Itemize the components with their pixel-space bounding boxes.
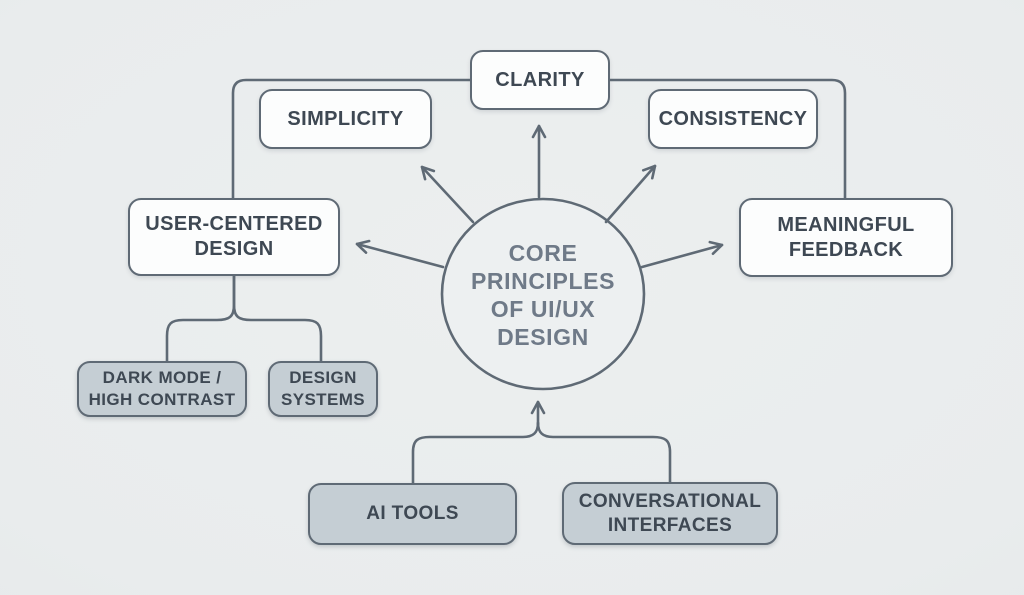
connector-user-centered-to-dark-mode [165,274,236,363]
node-label: DESIGN [289,368,357,387]
node-label: AI TOOLS [366,503,459,524]
connector-conversational-to-center [536,421,672,484]
node-dark-mode-high-contrast: DARK MODE / HIGH CONTRAST [77,361,247,417]
node-user-centered-design: USER-CENTERED DESIGN [128,198,340,276]
center-label-line: OF UI/UX [490,296,596,322]
arrow-center-to-feedback [640,240,724,269]
connector-clarity-to-user-centered [231,78,472,200]
connector-clarity-to-feedback [608,78,847,200]
node-label: FEEDBACK [788,238,904,261]
node-label: HIGH CONTRAST [88,390,236,409]
arrow-center-to-user-centered [355,239,445,269]
center-label-line: PRINCIPLES [470,268,616,294]
node-label: DESIGN [194,238,274,260]
node-clarity: CLARITY [470,50,610,110]
connector-ai-tools-to-center [411,421,540,485]
node-label: CLARITY [495,68,585,91]
node-meaningful-feedback: MEANINGFUL FEEDBACK [739,198,953,277]
hub-circle [440,197,646,391]
node-design-systems: DESIGN SYSTEMS [268,361,378,417]
node-label: SIMPLICITY [287,107,404,130]
node-label: CONSISTENCY [658,107,808,130]
node-label: CONVERSATIONAL [578,490,762,512]
arrow-center-to-simplicity [420,165,475,224]
node-label: INTERFACES [607,514,733,536]
node-label: USER-CENTERED [145,213,323,235]
node-simplicity: SIMPLICITY [259,89,432,149]
node-conversational-interfaces: CONVERSATIONAL INTERFACES [562,482,778,545]
center-label-line: DESIGN [497,324,589,350]
connector-user-centered-to-design-systems [232,274,323,363]
node-label: DARK MODE / [102,368,222,387]
node-ai-tools: AI TOOLS [308,483,517,545]
center-node-label: CORE PRINCIPLES OF UI/UX DESIGN [448,205,638,385]
node-consistency: CONSISTENCY [648,89,818,149]
node-label: MEANINGFUL [777,213,915,236]
node-label: SYSTEMS [280,390,366,409]
arrow-center-to-consistency [604,164,657,224]
center-label-line: CORE [508,240,578,266]
